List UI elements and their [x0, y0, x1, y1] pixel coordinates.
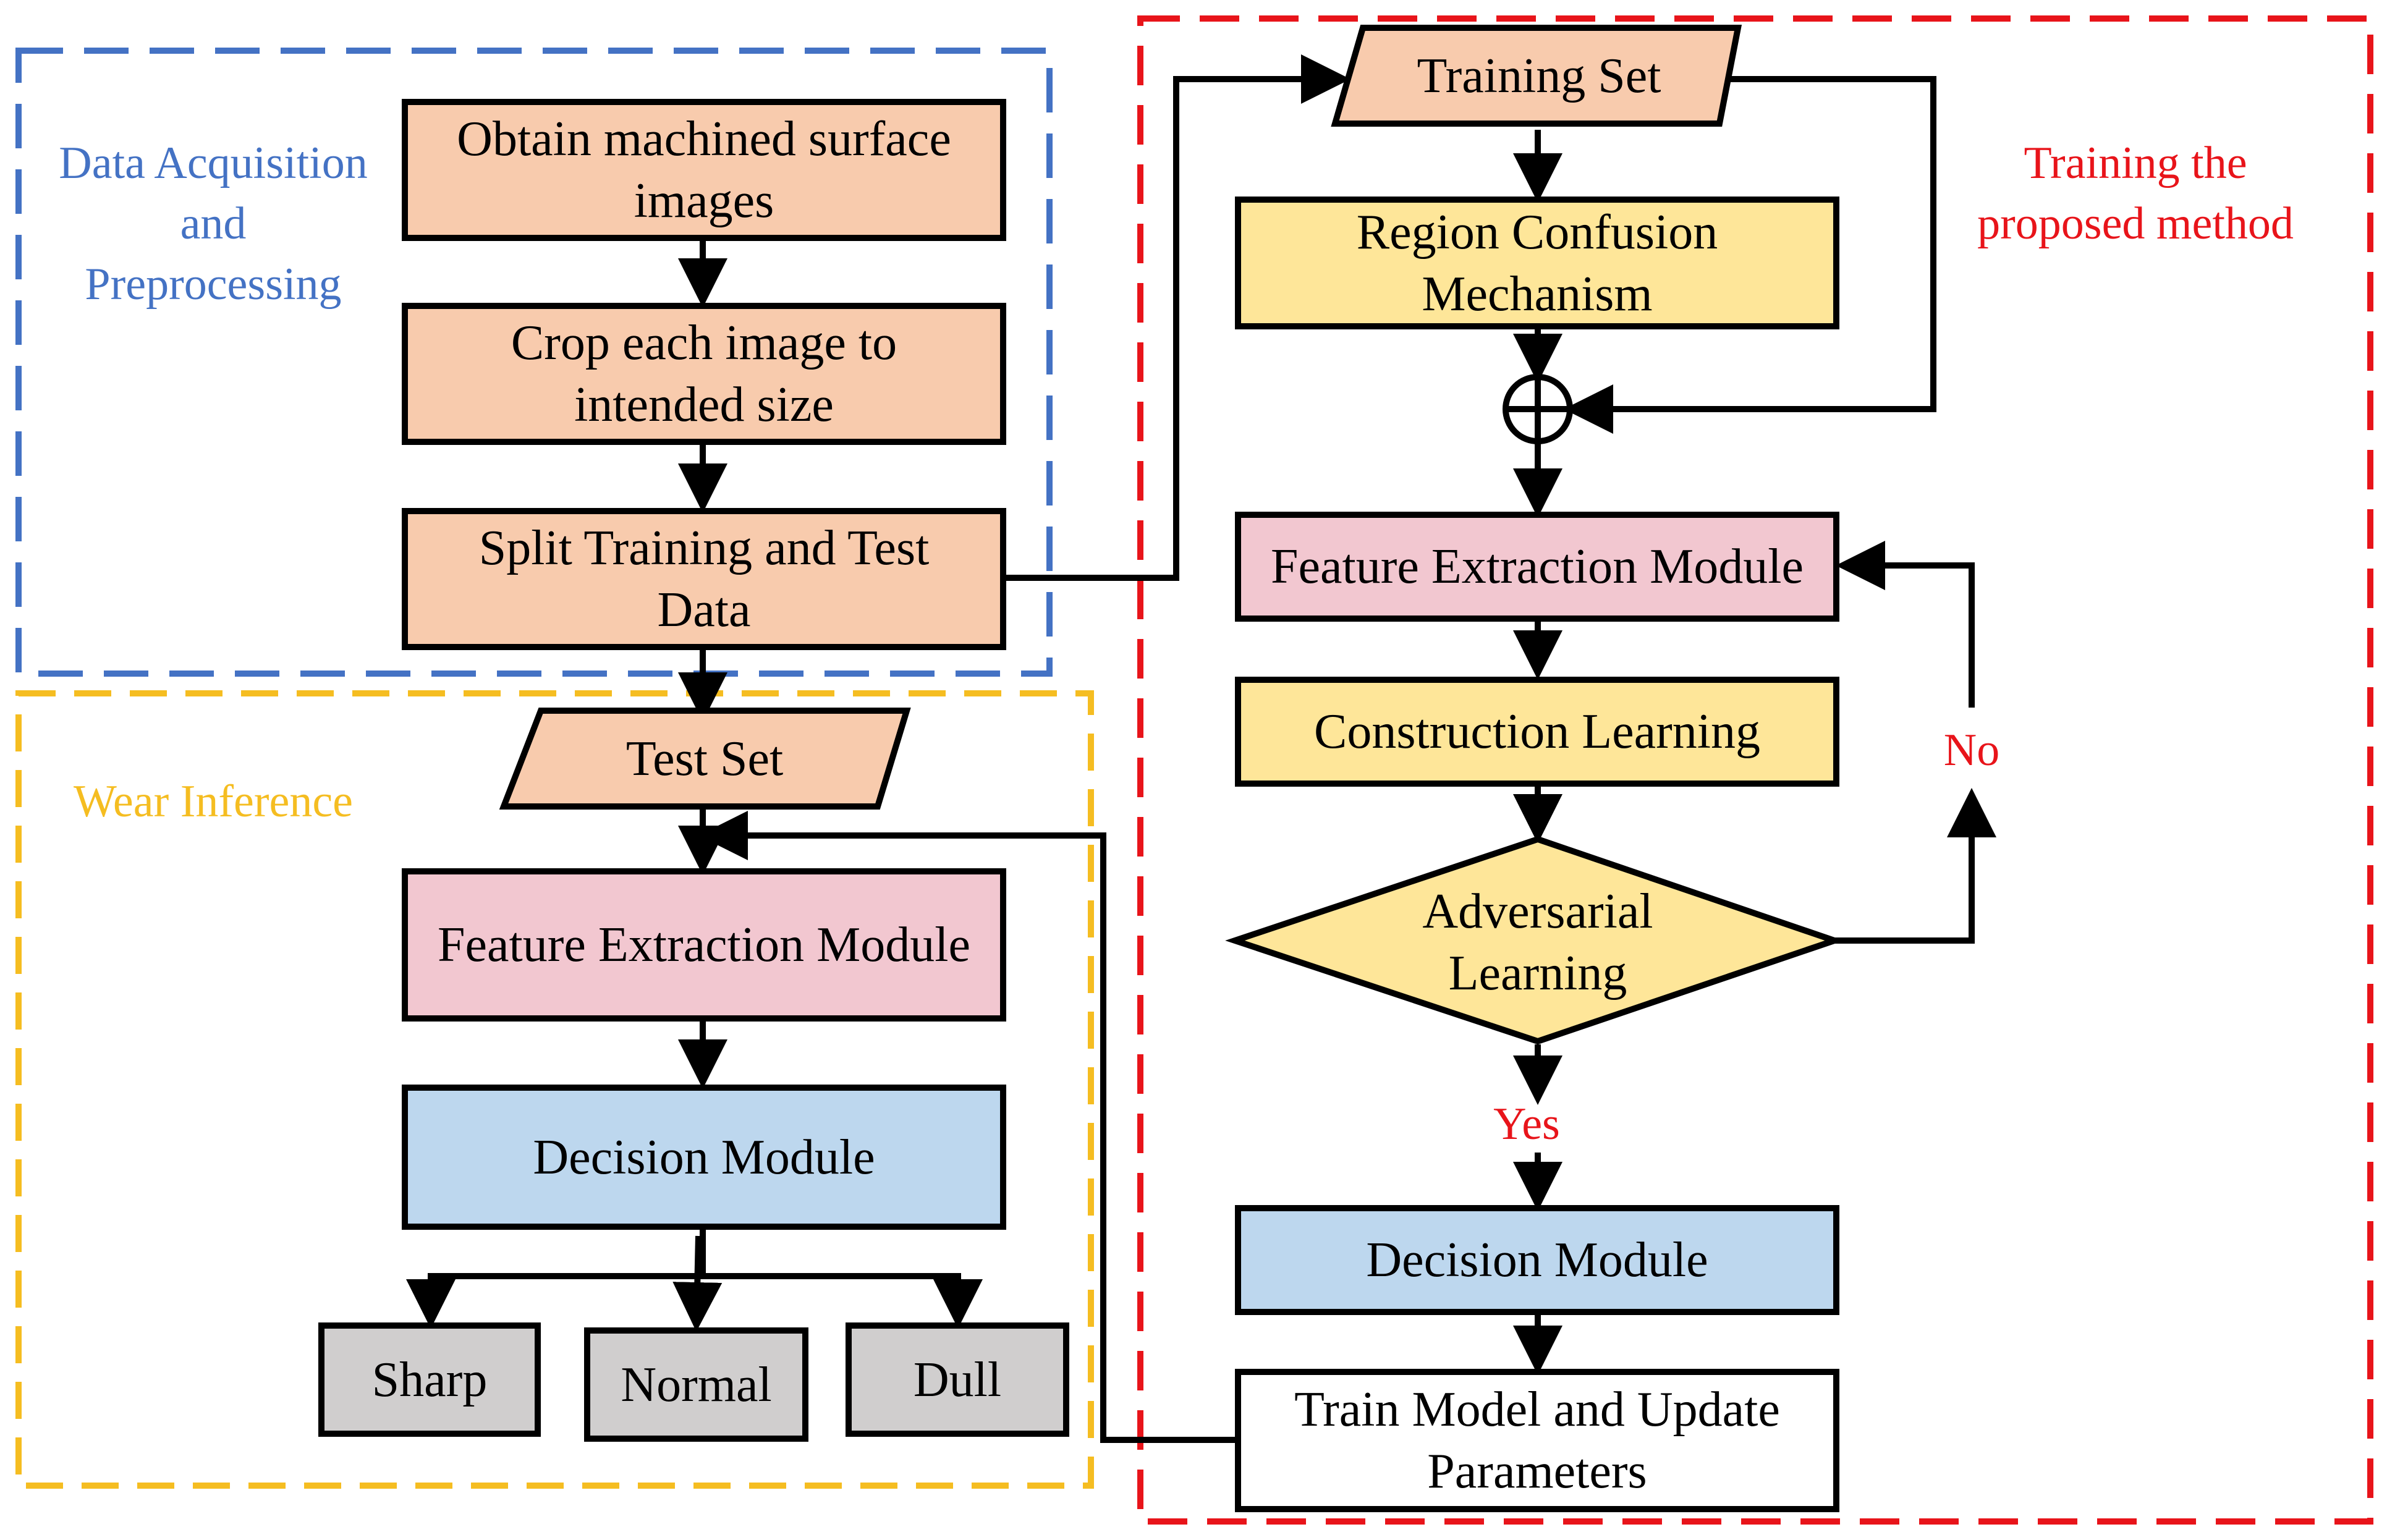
test-set-label: Test Set: [625, 731, 784, 786]
wear-inference-label: Wear Inference: [73, 776, 354, 827]
decision-module-box-right: Decision Module: [1235, 1205, 1839, 1315]
wear-inference-frame: [15, 690, 1094, 1489]
adversarial-diamond: [1225, 836, 1844, 1045]
yes-label: Yes: [1493, 1099, 1560, 1149]
crop-images-box: Crop each image to intended size: [402, 303, 1006, 445]
training-set-label: Training Set: [1417, 48, 1661, 103]
arrow-trainingset-skip-to-combiner: [1564, 76, 1936, 434]
obtain-images-box: Obtain machined surface images: [402, 99, 1006, 241]
data-acquisition-label: Data Acquisition and Preprocessing: [59, 138, 368, 310]
arrow-to-normal: [672, 1235, 723, 1332]
decision-module-box-left: Decision Module: [402, 1085, 1006, 1230]
arrow-to-dull: [703, 1273, 983, 1329]
feature-extraction-box-right: Feature Extraction Module: [1235, 512, 1839, 622]
training-label: Training the proposed method: [1977, 138, 2294, 249]
arrow-no-to-feature: [1836, 541, 1975, 708]
training-set-shape: [1331, 25, 1742, 127]
training-frame: [1137, 15, 2373, 1525]
arrow-split-to-trainingset: [1004, 54, 1350, 581]
test-set-shape: [499, 708, 911, 810]
region-confusion-box: Region Confusion Mechanism: [1235, 197, 1839, 329]
arrow-adversarial-to-no: [1833, 788, 1996, 944]
normal-class-box: Normal: [584, 1327, 808, 1442]
feature-extraction-box-left: Feature Extraction Module: [402, 868, 1006, 1022]
arrow-train-to-wear-inference: [698, 811, 1236, 1443]
split-data-box: Split Training and Test Data: [402, 508, 1006, 650]
dull-class-box: Dull: [846, 1322, 1069, 1437]
data-acquisition-frame: [15, 48, 1053, 677]
train-model-box: Train Model and Update Parameters: [1235, 1369, 1839, 1512]
no-label: No: [1943, 725, 2000, 776]
adversarial-learning-label: Adversarial Learning: [1422, 884, 1653, 1001]
construction-learning-box: Construction Learning: [1235, 677, 1839, 787]
sharp-class-box: Sharp: [318, 1322, 541, 1437]
arrow-to-sharp: [406, 1273, 703, 1329]
